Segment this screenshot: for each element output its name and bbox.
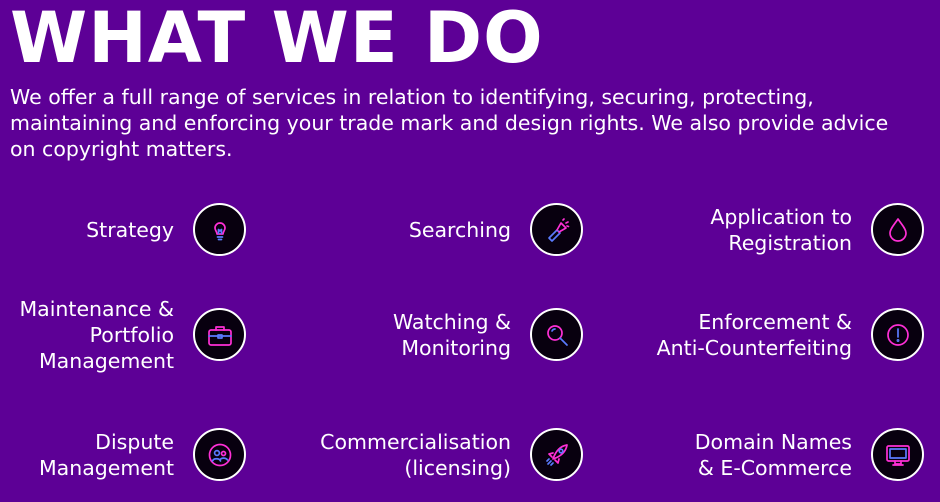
service-application[interactable]: Application to Registration TM [624, 190, 924, 270]
service-domain-names[interactable]: Domain Names & E-Commerce [624, 415, 924, 495]
service-commercialisation[interactable]: Commercialisation (licensing) [283, 415, 583, 495]
service-searching[interactable]: Searching [283, 190, 583, 270]
service-enforcement[interactable]: Enforcement & Anti-Counterfeiting [624, 295, 924, 375]
lightbulb-icon [193, 203, 246, 256]
trademark-drop-icon: TM [871, 203, 924, 256]
service-watching[interactable]: Watching & Monitoring [283, 295, 583, 375]
service-label: Maintenance & Portfolio Management [19, 297, 174, 373]
svg-text:TM: TM [891, 229, 902, 237]
briefcase-icon [193, 308, 246, 361]
people-circle-icon [193, 428, 246, 481]
service-label: Commercialisation (licensing) [320, 430, 511, 480]
rocket-icon [530, 428, 583, 481]
service-strategy[interactable]: Strategy [0, 190, 246, 270]
service-label: Strategy [86, 218, 174, 242]
page-title: WHAT WE DO [10, 0, 544, 79]
alert-circle-icon [871, 308, 924, 361]
service-label: Application to Registration [710, 205, 852, 255]
service-label: Searching [408, 218, 511, 242]
magnifier-icon [530, 308, 583, 361]
service-label: Domain Names & E-Commerce [694, 430, 852, 480]
service-label: Dispute Management [38, 430, 174, 480]
service-label: Enforcement & Anti-Counterfeiting [656, 310, 852, 360]
flashlight-icon [530, 203, 583, 256]
intro-text: We offer a full range of services in rel… [10, 85, 889, 161]
service-label: Watching & Monitoring [392, 310, 511, 360]
monitor-icon [871, 428, 924, 481]
service-dispute[interactable]: Dispute Management [0, 415, 246, 495]
service-maintenance[interactable]: Maintenance & Portfolio Management [0, 295, 246, 375]
